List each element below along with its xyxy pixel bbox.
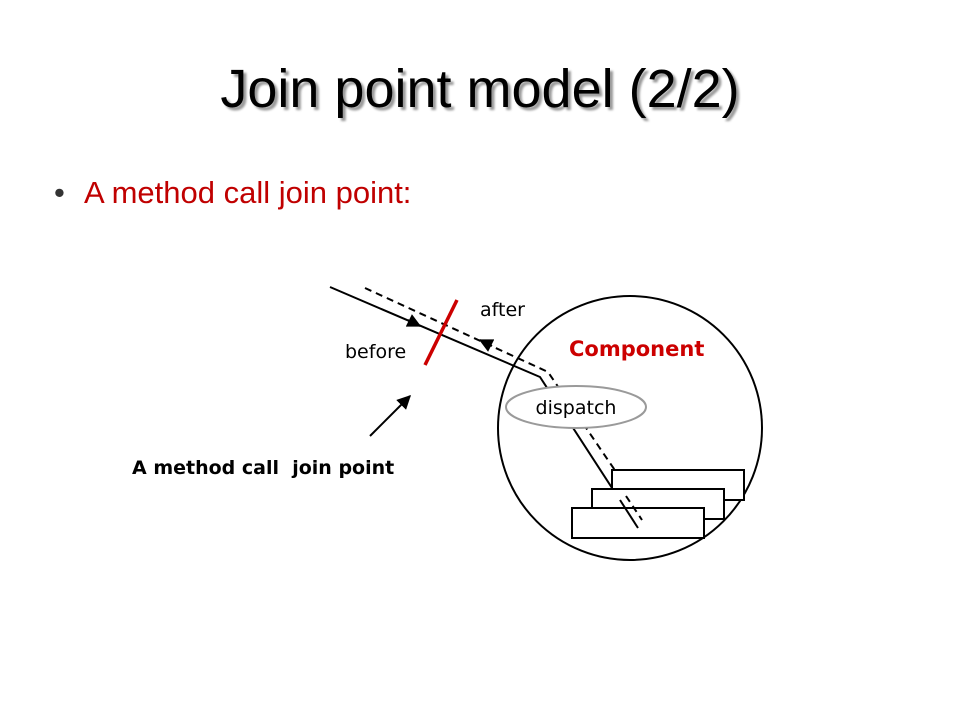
- before-arrow-icon: [405, 314, 422, 327]
- return-path-dashed: [364, 287, 643, 511]
- slide-title: Join point model (2/2): [220, 59, 740, 119]
- join-point-pointer-arrow-icon: [369, 395, 411, 437]
- bullet-text: A method call join point:: [84, 175, 412, 210]
- after-label: after: [480, 299, 525, 321]
- bullet-item: • A method call join point:: [54, 168, 411, 218]
- call-path-into-box: [619, 499, 639, 529]
- return-path-into-box: [625, 495, 643, 521]
- component-circle: [497, 295, 763, 561]
- before-label: before: [345, 341, 406, 363]
- join-point-label: A method call join point: [132, 457, 394, 479]
- component-label: Component: [569, 337, 704, 361]
- bullet-dot-icon: •: [54, 175, 65, 210]
- bullet-list: • A method call join point:: [54, 168, 411, 218]
- dispatch-label: dispatch: [536, 397, 617, 419]
- join-point-marker: [423, 299, 459, 366]
- dispatch-ellipse: [505, 385, 647, 429]
- method-box: [571, 507, 705, 539]
- call-path-solid: [329, 286, 639, 529]
- join-point-diagram: after before Component dispatch A method…: [132, 286, 763, 561]
- after-arrow-icon: [478, 339, 495, 352]
